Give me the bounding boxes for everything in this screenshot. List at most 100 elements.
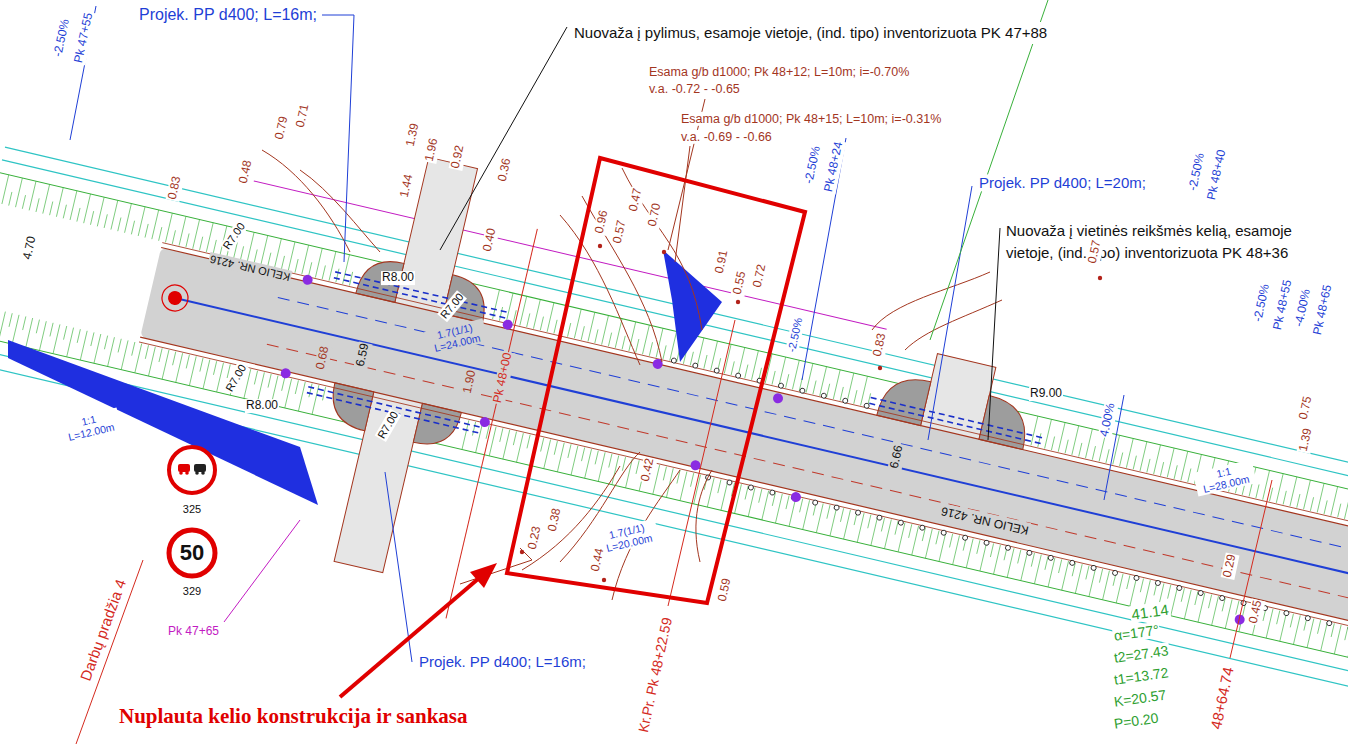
shoulder-edge [139, 342, 1348, 649]
hatch-line [636, 339, 639, 353]
hatch-line [609, 454, 612, 468]
hatch-line [97, 197, 104, 226]
grade-label: -2.50% [785, 316, 805, 355]
hatch-line [53, 324, 60, 353]
hatch-line [200, 358, 203, 372]
hatch-line [206, 223, 213, 252]
hatch-line [261, 236, 268, 265]
hatch-line [1171, 587, 1178, 616]
hatch-line [1120, 453, 1123, 467]
elevation: 0.79 [273, 114, 292, 142]
hatch-line [1106, 449, 1109, 463]
point [598, 244, 602, 248]
hatch-line [568, 444, 571, 458]
hatch-line [994, 545, 1001, 574]
leader [224, 520, 300, 622]
pipe-note: Projek. PP d400; L=16m; [418, 653, 587, 670]
hatch-line [12, 315, 19, 344]
hatch-line [977, 540, 980, 554]
hatch-line [800, 499, 803, 513]
hatch-line [268, 374, 271, 388]
hatch-line [200, 237, 203, 251]
guard-post [735, 373, 741, 379]
elevation: 0.92 [449, 143, 468, 171]
hatch-line [1059, 559, 1062, 573]
hatch-line [936, 531, 939, 545]
hatch-line [738, 347, 745, 376]
hatch-line [830, 507, 837, 536]
guard-post [778, 383, 784, 389]
dimension: 6.59 [354, 341, 373, 369]
hatch-line [585, 449, 592, 478]
guard-post [1305, 615, 1311, 621]
hatch-line [649, 342, 652, 356]
shoulder-edge [162, 243, 1348, 550]
hatch-line [1140, 442, 1147, 471]
hatch-line [503, 430, 510, 459]
hatch-line [966, 539, 973, 568]
hatch-line [554, 320, 557, 334]
guard-post [727, 479, 733, 485]
hatch-line [1266, 609, 1273, 638]
elevation: 0.23 [526, 524, 545, 552]
hatch-line [707, 478, 714, 507]
hatch-line [152, 210, 159, 239]
hatch-line [135, 344, 142, 373]
hatch-line [731, 361, 734, 375]
hatch-line [581, 448, 584, 462]
damage-note: Nuplauta kelio konstrukcija ir sankasa [118, 704, 469, 728]
hatch-line [718, 479, 721, 493]
hatch-line [1034, 555, 1041, 584]
station-label: Pk 47+55 [72, 11, 97, 66]
hatch-line [1181, 451, 1188, 480]
hatch-line [0, 312, 5, 341]
slope-label: 1:1 L=28.00m [1193, 459, 1257, 496]
hatch-line [1334, 625, 1341, 654]
sign-circle [169, 447, 215, 493]
hatch-line [554, 441, 557, 455]
guard-post [962, 535, 968, 541]
hatch-line [336, 269, 339, 283]
guard-post [1091, 565, 1097, 571]
traffic-sign [169, 447, 215, 493]
grade-line [70, 6, 96, 140]
hatch-line [636, 460, 639, 474]
hatch-line [77, 329, 80, 343]
hatch-line [1276, 474, 1283, 503]
hatch-line [666, 468, 673, 497]
hatch-line [871, 516, 878, 545]
elevation: 1.39 [404, 121, 423, 149]
guard-post [692, 363, 698, 369]
hatch-line [898, 523, 905, 552]
elevation: 0.38 [546, 506, 565, 534]
hatch-line [1167, 448, 1174, 477]
radius-label: R9.00 [1029, 387, 1063, 401]
pipe-line [334, 278, 509, 319]
dimension: 4.70 [21, 234, 40, 262]
works-start: Darbų pradžia 4 [76, 576, 129, 684]
hatch-line [1051, 437, 1054, 451]
guard-post [984, 540, 990, 546]
hatch-line [172, 230, 175, 244]
hatch-line [67, 328, 74, 357]
hatch-line [145, 345, 148, 359]
well-dot [479, 416, 491, 428]
wheel [185, 471, 189, 475]
hatch-line [247, 232, 254, 261]
guard-post [1026, 550, 1032, 556]
hatch-line [1293, 615, 1300, 644]
hatch-line [1075, 564, 1082, 593]
hatch-line [724, 344, 731, 373]
station-label: Pk 48+40 [1205, 148, 1230, 203]
hatch-line [1256, 484, 1259, 498]
hatch-line [159, 227, 162, 241]
hatch-line [1184, 590, 1191, 619]
elevation: 1.39 [1297, 426, 1316, 454]
callout-arrow [340, 573, 485, 697]
hatch-line [786, 495, 789, 509]
elevation: 0.45 [1247, 598, 1266, 626]
leader [322, 15, 354, 262]
curve-parameter: α=177° [1112, 621, 1161, 644]
hatch-line [118, 339, 121, 353]
pavement-edge [161, 248, 1348, 555]
